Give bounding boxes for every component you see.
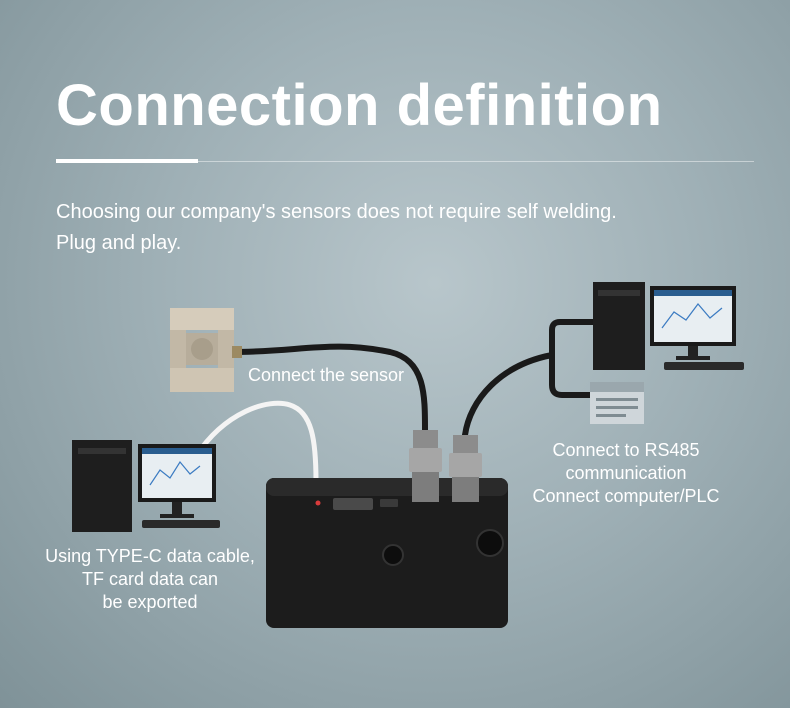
typec-label-line-2: TF card data can [81,569,219,589]
sensor-cable [229,343,428,433]
page-title: Connection definition [56,73,663,138]
rs485-label: Connect to RS485 communication Connect c… [510,439,742,508]
typec-label-line-3: be exported [102,592,198,612]
rs485-label-line-2: communication [565,463,687,483]
subtitle-line-1: Choosing our company's sensors does not … [56,201,617,223]
rs485-label-line-3: Connect computer/PLC [532,486,720,506]
rs485-connector [449,435,482,502]
typec-label-line-1: Using TYPE-C data cable, [45,546,255,566]
left-computer [72,440,220,532]
sensor-connector [409,430,442,502]
typec-label: Using TYPE-C data cable, TF card data ca… [30,545,270,614]
subtitle-line-2: Plug and play. [56,232,182,254]
page-subtitle: Choosing our company's sensors does not … [56,197,617,259]
title-divider-line [56,161,754,162]
plc-module [590,382,644,424]
s-type-load-cell [170,308,242,392]
rs485-label-line-1: Connect to RS485 [552,440,700,460]
sensor-label: Connect the sensor [247,365,405,385]
title-accent-bar [56,159,198,163]
data-logger-device [266,478,508,628]
typec-cable [193,400,319,485]
rs485-cable [462,319,601,438]
right-computer [593,282,744,370]
